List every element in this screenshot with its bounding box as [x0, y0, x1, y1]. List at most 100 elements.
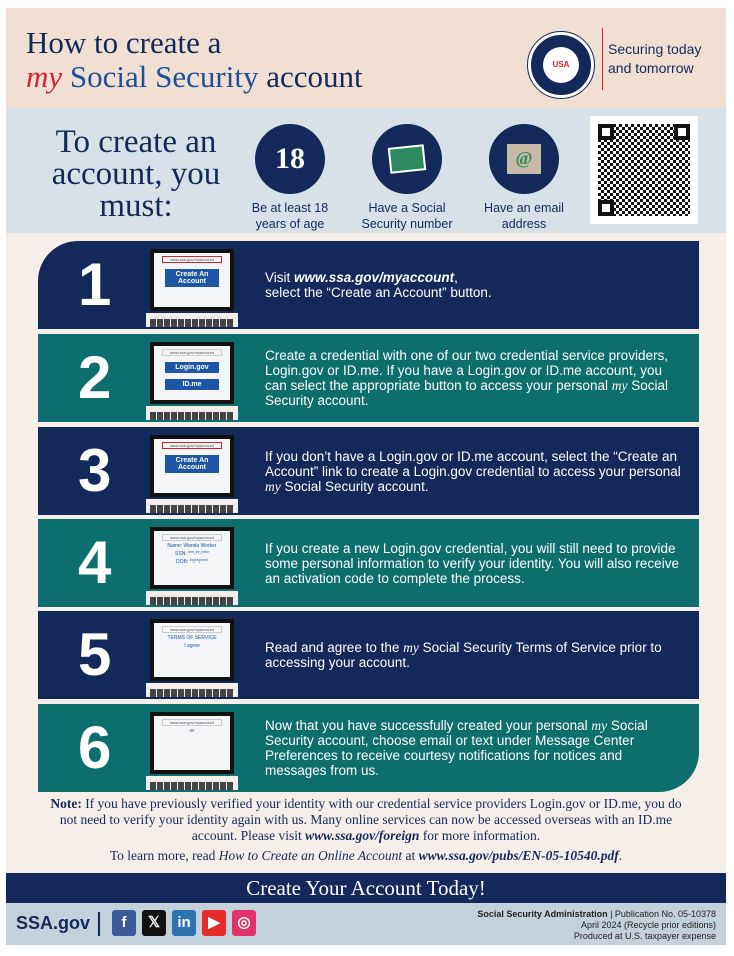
- title-line-1: How to create a: [26, 25, 222, 60]
- social-security-card-icon: [372, 124, 442, 194]
- publication-line: Social Security Administration | Publica…: [477, 909, 716, 920]
- keyboard: [146, 406, 238, 420]
- step-number: 3: [78, 437, 112, 504]
- tagline-2: and tomorrow: [608, 60, 694, 76]
- learn-post: .: [618, 848, 623, 863]
- divider: [602, 28, 603, 90]
- publication-number: | Publication No. 05-10378: [607, 909, 716, 919]
- mock-form-line: Name: Wanda Worker: [167, 543, 217, 549]
- mock-form-line: or: [189, 728, 195, 734]
- step-description: Now that you have successfully created y…: [265, 704, 685, 792]
- cta-banner: Create Your Account Today!: [6, 873, 726, 903]
- mock-url: www.ssa.gov/myaccount: [162, 719, 222, 726]
- mock-button: Create An Account: [165, 269, 219, 287]
- step-text-end: Social Security account, choose email or…: [265, 718, 648, 778]
- step-my: my: [403, 640, 419, 655]
- mock-form-line: SSN: ***-**-****: [175, 551, 209, 557]
- requirement-email: Have an email address: [484, 201, 564, 231]
- linkedin-icon[interactable]: in: [172, 910, 196, 936]
- laptop-illustration: www.ssa.gov/myaccount or: [146, 712, 238, 792]
- age-18-icon: 18: [255, 124, 325, 194]
- mock-form-line: TERMS OF SERVICE: [167, 635, 217, 641]
- x-icon[interactable]: 𝕏: [142, 910, 166, 936]
- step-my: my: [265, 478, 281, 494]
- step-description: Create a credential with one of our two …: [265, 334, 685, 422]
- title-line-2: my Social Security account: [26, 60, 363, 94]
- publication-title: How to Create an Online Account: [218, 848, 403, 863]
- instagram-icon[interactable]: ◎: [232, 910, 256, 936]
- youtube-icon[interactable]: ▶: [202, 910, 226, 936]
- ssa-gov-link[interactable]: SSA.gov: [16, 913, 91, 933]
- agency-name: Social Security Administration: [477, 909, 608, 919]
- mock-url: www.ssa.gov/myaccount: [162, 626, 222, 633]
- step-text: Now that you have successfully created y…: [265, 718, 592, 733]
- foreign-link[interactable]: www.ssa.gov/foreign: [305, 828, 420, 843]
- learn-more: To learn more, read How to Create an Onl…: [46, 848, 686, 864]
- step-text-end: , select the “Create an Account” button.: [265, 270, 492, 300]
- keyboard: [146, 683, 238, 697]
- step-number: 6: [78, 714, 112, 781]
- email-envelope-icon: @: [489, 124, 559, 194]
- step-text-end: Social Security account.: [265, 378, 668, 408]
- publication-info: Social Security Administration | Publica…: [477, 909, 716, 942]
- requirements-band: To create an account, you must: 18 Be at…: [6, 108, 726, 233]
- note-text: If you have previously verified your ide…: [59, 796, 682, 843]
- page-title: How to create a my Social Security accou…: [26, 26, 363, 94]
- requirements-heading: To create an account, you must:: [51, 124, 221, 224]
- publication-link[interactable]: www.ssa.gov/pubs/EN-05-10540.pdf: [418, 848, 619, 863]
- step-text: Create a credential with one of our two …: [265, 348, 668, 393]
- step-number: 1: [78, 251, 112, 318]
- produced-note: Produced at U.S. taxpayer expense: [573, 931, 716, 941]
- step-text-end: Social Security account.: [280, 478, 429, 494]
- divider: [98, 912, 100, 936]
- step-description: If you don’t have a Login.gov or ID.me a…: [265, 427, 685, 515]
- requirement-ssn: Have a Social Security number: [361, 201, 453, 231]
- card-shape: [387, 144, 427, 174]
- age-number: 18: [275, 142, 305, 175]
- step-my: my: [611, 378, 628, 393]
- header: How to create a my Social Security accou…: [6, 8, 726, 108]
- title-account: account: [266, 59, 363, 94]
- step-description: If you create a new Login.gov credential…: [265, 519, 685, 607]
- step-6: 6 www.ssa.gov/myaccount or Now that you h…: [38, 704, 699, 792]
- step-link: www.ssa.gov/myaccount: [294, 270, 455, 285]
- ssa-seal-logo: USA: [527, 31, 595, 99]
- step-text: Read and agree to the: [265, 640, 404, 655]
- title-ss: Social Security: [69, 59, 259, 94]
- facebook-icon[interactable]: f: [112, 910, 136, 936]
- publication-date: April 2024 (Recycle prior editions): [580, 920, 716, 930]
- note: Note: If you have previously verified yo…: [46, 796, 686, 844]
- step-description: Visit www.ssa.gov/myaccount, select the …: [265, 241, 685, 329]
- step-text: If you don’t have a Login.gov or ID.me a…: [265, 448, 681, 479]
- mock-url: www.ssa.gov/myaccount: [162, 256, 222, 263]
- keyboard: [146, 313, 238, 327]
- qr-code[interactable]: [590, 116, 698, 224]
- mock-button: Create An Account: [165, 455, 219, 473]
- browser-window: www.ssa.gov/myaccount or: [154, 716, 230, 770]
- mock-url: www.ssa.gov/myaccount: [162, 442, 222, 449]
- step-number: 4: [78, 529, 112, 596]
- step-number: 5: [78, 621, 112, 688]
- mock-url: www.ssa.gov/myaccount: [162, 534, 222, 541]
- at-sign: @: [507, 144, 541, 174]
